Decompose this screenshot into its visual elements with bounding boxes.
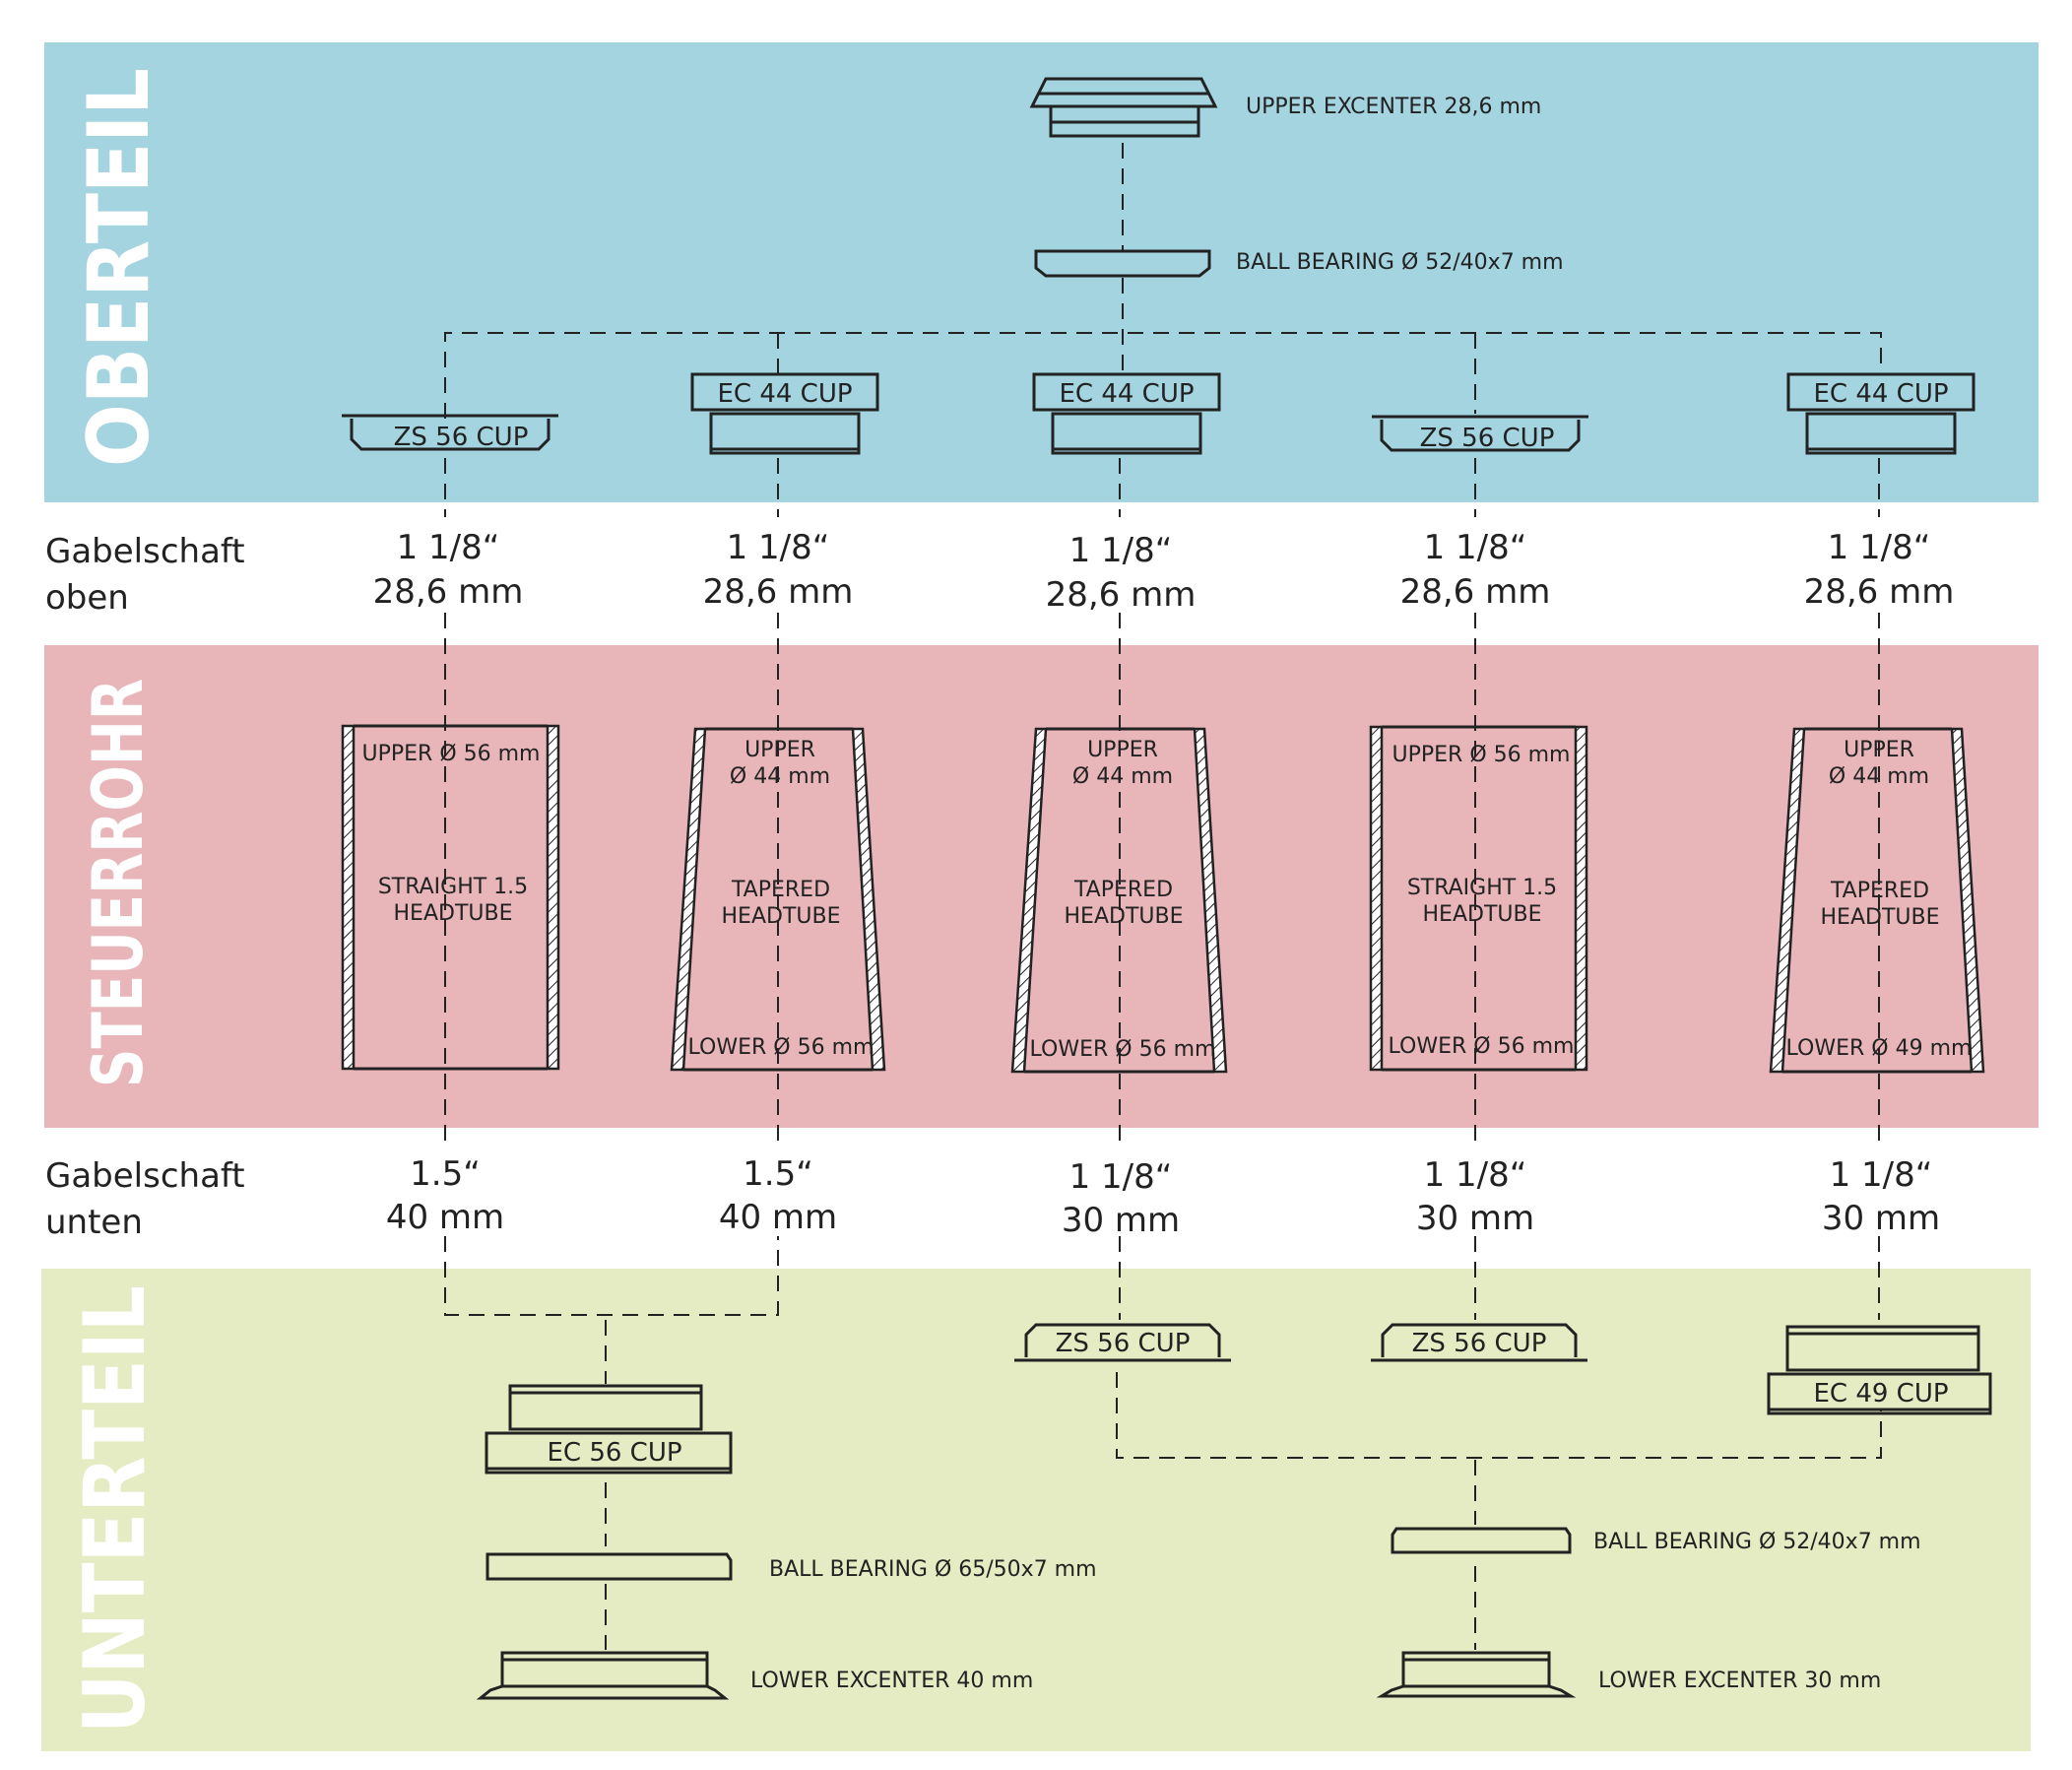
upper-excenter-label: UPPER EXCENTER 28,6 mm [1246, 95, 1541, 119]
lower-cup-zs56-2 [1371, 1323, 1587, 1362]
headtube-2 [670, 727, 886, 1072]
tube-2-upper-b: Ø 44 mm [730, 764, 830, 789]
row-label-oben-1: Gabelschaft [45, 532, 245, 571]
lower-cup-ec56-label: EC 56 CUP [547, 1438, 681, 1468]
lower-excenter-30-label: LOWER EXCENTER 30 mm [1598, 1669, 1881, 1693]
tube-4-type-a: STRAIGHT 1.5 [1407, 876, 1557, 900]
tube-5-lower: LOWER Ø 49 mm [1786, 1036, 1973, 1061]
tube-5-upper-b: Ø 44 mm [1829, 764, 1929, 789]
shaft-top-5-b: 28,6 mm [1804, 572, 1955, 612]
tube-1-upper: UPPER Ø 56 mm [362, 742, 541, 766]
tube-2-upper-a: UPPER [745, 738, 815, 762]
connector-lines [444, 143, 1882, 1650]
upper-cup-1-label: ZS 56 CUP [394, 423, 529, 452]
tube-3-upper-a: UPPER [1087, 738, 1158, 762]
oberteil-title: OBERTEIL [70, 68, 168, 467]
upper-excenter-part [1029, 77, 1218, 138]
tube-5-type-b: HEADTUBE [1821, 905, 1940, 930]
lower-left-ball-bearing-label: BALL BEARING Ø 65/50x7 mm [769, 1557, 1097, 1582]
upper-cup-5 [1786, 372, 1975, 455]
shaft-top-4-b: 28,6 mm [1400, 572, 1551, 612]
shaft-top-1-a: 1 1/8“ [397, 528, 500, 567]
tube-4-type-b: HEADTUBE [1423, 902, 1542, 927]
tube-3-type-a: TAPERED [1073, 878, 1173, 902]
lower-excenter-40 [476, 1651, 730, 1700]
lower-right-ball-bearing-label: BALL BEARING Ø 52/40x7 mm [1593, 1530, 1921, 1554]
shaft-bottom-5-a: 1 1/8“ [1830, 1155, 1933, 1195]
headtube-4 [1369, 725, 1588, 1072]
lower-cup-zs56-1-label: ZS 56 CUP [1056, 1329, 1191, 1358]
lower-cup-zs56-1 [1014, 1323, 1231, 1362]
tube-1-type-a: STRAIGHT 1.5 [378, 875, 528, 899]
shaft-bottom-3-b: 30 mm [1062, 1201, 1180, 1240]
shaft-bottom-4-a: 1 1/8“ [1424, 1155, 1527, 1195]
shaft-bottom-1-b: 40 mm [386, 1198, 504, 1237]
tube-3-lower: LOWER Ø 56 mm [1030, 1037, 1216, 1062]
shaft-top-3-a: 1 1/8“ [1069, 531, 1173, 570]
lower-cup-ec49-label: EC 49 CUP [1813, 1379, 1948, 1409]
shaft-bottom-5-b: 30 mm [1822, 1199, 1940, 1238]
shaft-bottom-2-a: 1.5“ [743, 1154, 813, 1194]
shaft-top-3-b: 28,6 mm [1046, 575, 1197, 615]
shaft-bottom-4-b: 30 mm [1416, 1199, 1534, 1238]
lower-excenter-40-label: LOWER EXCENTER 40 mm [750, 1669, 1033, 1693]
tube-2-type-a: TAPERED [731, 878, 830, 902]
upper-cup-2 [690, 372, 879, 455]
tube-2-type-b: HEADTUBE [722, 904, 841, 929]
shaft-top-2-a: 1 1/8“ [727, 528, 830, 567]
shaft-bottom-1-a: 1.5“ [410, 1154, 481, 1194]
tube-2-lower: LOWER Ø 56 mm [688, 1035, 874, 1060]
tube-4-upper: UPPER Ø 56 mm [1392, 743, 1571, 767]
row-label-oben-2: oben [45, 578, 129, 618]
shaft-top-4-a: 1 1/8“ [1424, 528, 1527, 567]
upper-cup-1 [342, 414, 558, 451]
unterteil-band [41, 1269, 2031, 1751]
upper-cup-3 [1032, 372, 1221, 455]
shaft-top-2-b: 28,6 mm [703, 572, 854, 612]
headtube-1 [341, 724, 560, 1071]
lower-right-ball-bearing [1391, 1527, 1572, 1554]
shaft-bottom-2-b: 40 mm [719, 1198, 837, 1237]
tube-1-type-b: HEADTUBE [394, 901, 513, 926]
lower-cup-ec56 [485, 1384, 733, 1475]
upper-cup-5-label: EC 44 CUP [1813, 379, 1948, 409]
unterteil-title: UNTERTEIL [66, 1285, 164, 1734]
tube-5-type-a: TAPERED [1830, 879, 1929, 903]
headtube-3 [1010, 727, 1228, 1074]
row-label-unten-2: unten [45, 1203, 143, 1242]
upper-ball-bearing-part [1034, 249, 1211, 278]
steuerrohr-title: STEUERROHR [78, 679, 159, 1087]
tube-4-lower: LOWER Ø 56 mm [1389, 1034, 1575, 1059]
upper-ball-bearing-label: BALL BEARING Ø 52/40x7 mm [1236, 250, 1564, 275]
headtube-5 [1769, 727, 1985, 1074]
lower-cup-ec49 [1767, 1325, 1992, 1415]
lower-cup-zs56-2-label: ZS 56 CUP [1412, 1329, 1547, 1358]
upper-cup-4-label: ZS 56 CUP [1420, 424, 1555, 453]
shaft-top-1-b: 28,6 mm [373, 572, 524, 612]
lower-left-ball-bearing [486, 1552, 733, 1581]
tube-3-upper-b: Ø 44 mm [1072, 764, 1173, 789]
lower-excenter-30 [1376, 1651, 1577, 1698]
shaft-top-5-a: 1 1/8“ [1828, 528, 1931, 567]
upper-cup-3-label: EC 44 CUP [1059, 379, 1194, 409]
row-label-unten-1: Gabelschaft [45, 1156, 245, 1196]
tube-5-upper-a: UPPER [1844, 738, 1914, 762]
shaft-bottom-3-a: 1 1/8“ [1069, 1157, 1173, 1197]
tube-3-type-b: HEADTUBE [1065, 904, 1184, 929]
upper-cup-4 [1372, 415, 1588, 452]
upper-cup-2-label: EC 44 CUP [717, 379, 852, 409]
